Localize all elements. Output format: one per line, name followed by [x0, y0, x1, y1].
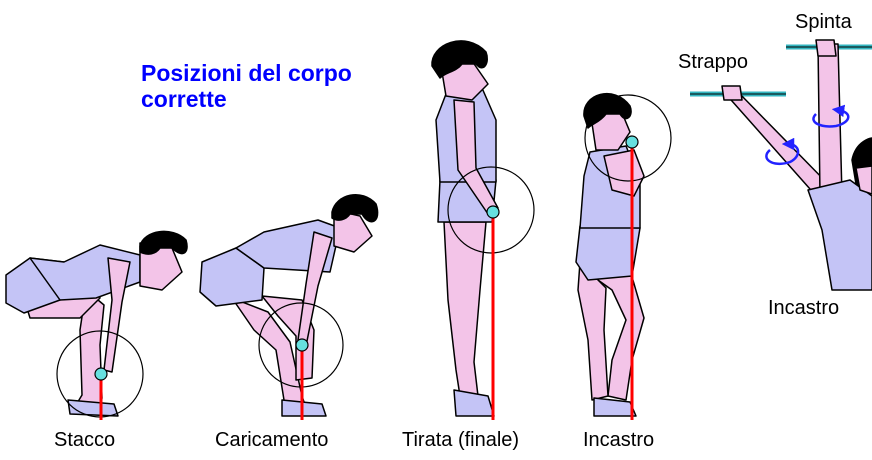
figure-strappo-spinta — [721, 39, 872, 291]
rotation-arrow-spinta — [812, 104, 850, 128]
balance-circle-incastro — [584, 94, 672, 182]
label-spinta: Spinta — [795, 11, 852, 33]
joint-incastro — [625, 135, 639, 149]
label-incastro: Incastro — [583, 429, 655, 451]
label-tirata: Tirata (finale) — [402, 429, 520, 451]
joint-tirata — [486, 205, 500, 219]
label-stacco: Stacco — [54, 429, 116, 451]
title-line-2: corrette — [141, 86, 227, 112]
diagram-title: Posizioni del corpo corrette — [141, 60, 352, 112]
label-incastro-top: Incastro — [768, 297, 840, 319]
figure-tirata — [431, 40, 499, 417]
label-caricamento: Caricamento — [215, 429, 329, 451]
title-line-1: Posizioni del corpo — [141, 60, 352, 86]
joint-caricamento — [295, 338, 309, 352]
figure-incastro — [575, 92, 645, 417]
joint-stacco — [94, 367, 108, 381]
figure-stacco — [5, 230, 188, 417]
label-strappo: Strappo — [678, 51, 749, 73]
rotation-arrow-strappo — [765, 137, 800, 166]
balance-circle-tirata — [447, 166, 535, 254]
